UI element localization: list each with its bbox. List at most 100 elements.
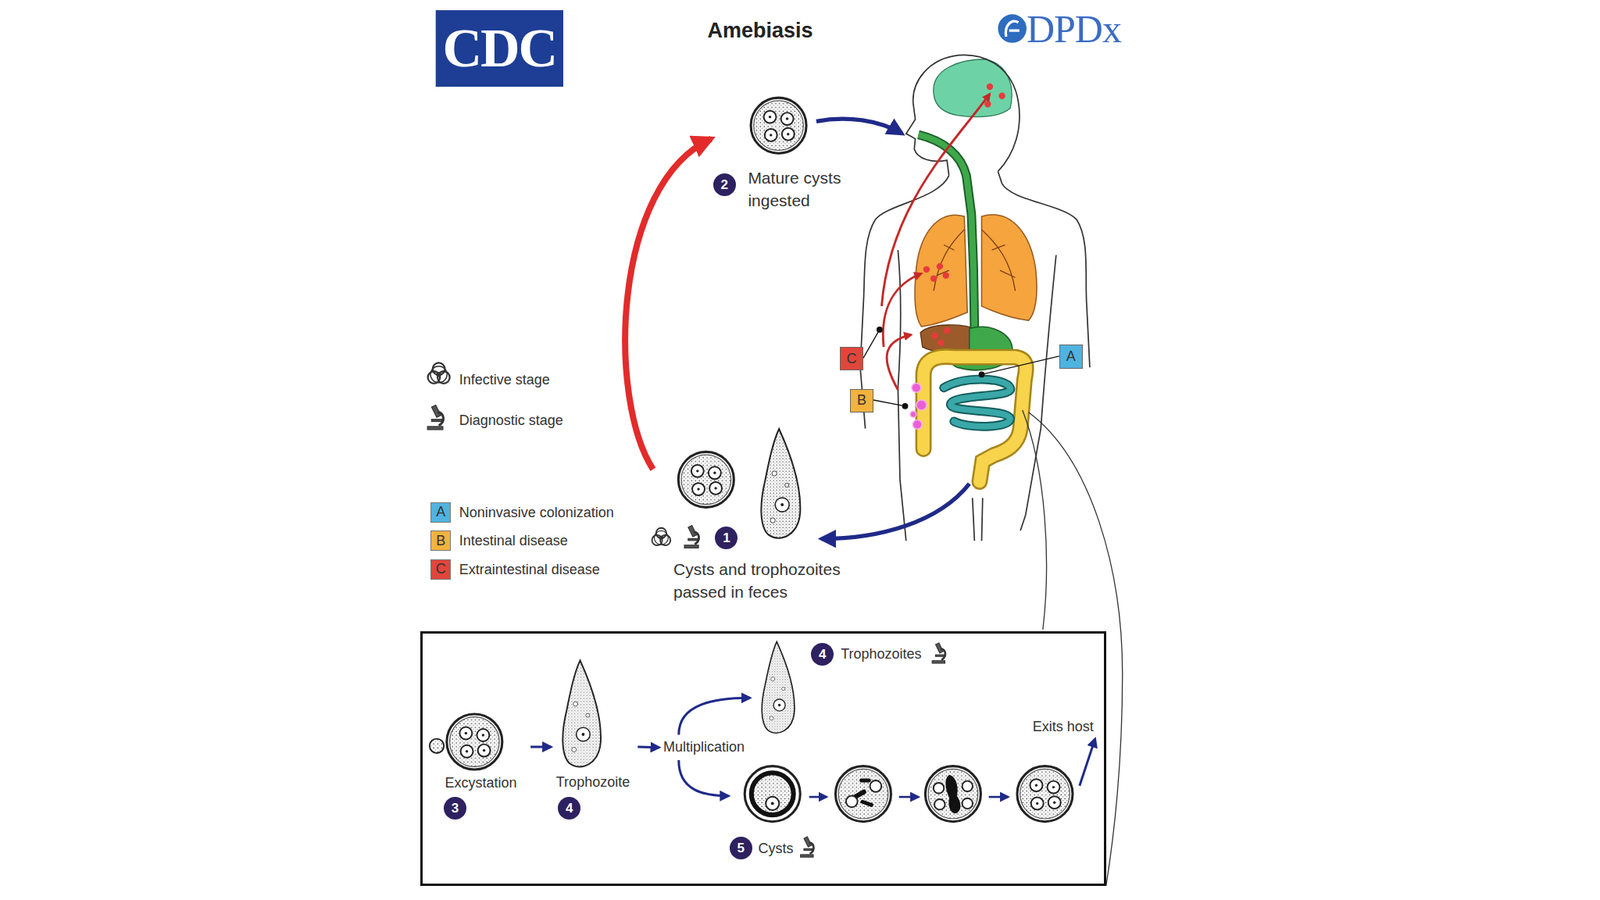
legend-swatch: A	[430, 502, 451, 523]
legend-letter: B	[431, 531, 450, 550]
leader-lines	[863, 329, 1060, 407]
parasite-stages	[744, 766, 800, 822]
zoom-lines	[1022, 410, 1047, 630]
parasite-stages	[446, 714, 503, 770]
legend-text: Noninvasive colonization	[459, 503, 615, 522]
logo-text: CDC	[435, 10, 564, 87]
extraintestinal-lesions	[930, 275, 937, 282]
stage-label: Excystation	[444, 773, 517, 793]
stage-label: Trophozoites	[840, 644, 922, 664]
legend-swatch: C	[430, 559, 451, 580]
parasite-stages	[925, 766, 981, 822]
stage-node: 2Mature cysts ingested	[710, 92, 854, 215]
dpdx-icon	[1005, 21, 1019, 37]
disease-marker: C	[839, 346, 864, 371]
extraintestinal-lesions	[986, 83, 993, 90]
stage-label: Cysts	[757, 839, 793, 858]
stage-icons	[800, 836, 815, 858]
stage-label: Trophozoite	[556, 772, 630, 792]
spread-arrows	[881, 93, 990, 307]
cyst-maturation-arrows	[989, 796, 1009, 799]
leader-lines	[877, 327, 883, 333]
legend-text: Extraintestinal disease	[459, 560, 600, 579]
cyst-maturation-arrows	[899, 796, 919, 799]
spread-arrows	[882, 273, 922, 347]
extraintestinal-lesions	[937, 339, 944, 347]
stage-node: 1Cysts and trophozoites passed in feces	[653, 426, 868, 603]
cyst-maturation-arrows	[809, 796, 827, 799]
flow-arrow	[637, 746, 659, 750]
parasite-stages	[429, 739, 444, 754]
leader-lines	[863, 327, 1060, 409]
transmission-arrows	[821, 483, 969, 540]
flow-arrow	[678, 760, 729, 797]
stage-icons	[684, 525, 699, 549]
human-body	[897, 250, 906, 541]
intestinal-lesions	[911, 382, 922, 393]
human-body	[918, 134, 975, 329]
stage-label: Exits host	[1032, 717, 1094, 736]
human-body	[923, 357, 1026, 483]
logo-text: DPDx	[1026, 6, 1122, 52]
callout-number: 4	[810, 642, 834, 666]
extraintestinal-lesions	[943, 327, 950, 334]
leader-lines	[978, 371, 985, 378]
flow-arrow	[1079, 739, 1096, 786]
human-body	[972, 497, 983, 541]
diagram-title: Amebiasis	[607, 17, 914, 43]
spread-arrows	[881, 93, 990, 390]
callout-number: 3	[443, 796, 467, 820]
legend-letter: C	[431, 560, 450, 579]
legend-text: Diagnostic stage	[459, 410, 564, 430]
spread-arrows	[886, 334, 911, 390]
legend-text: Intestinal disease	[459, 531, 568, 550]
transmission-arrows	[816, 118, 903, 134]
callout-number: 1	[714, 526, 738, 550]
intestinal-lesions	[916, 400, 927, 411]
legend-swatch: B	[430, 530, 451, 551]
disease-marker: A	[1059, 344, 1083, 368]
legend-text: Infective stage	[459, 370, 550, 390]
extraintestinal-lesions	[931, 332, 938, 340]
flow-arrow	[530, 746, 551, 749]
callout-number: 2	[713, 173, 736, 197]
cdc-logo	[435, 10, 564, 87]
leader-lines	[902, 403, 908, 410]
extraintestinal-lesions	[923, 266, 930, 273]
parasite-stages	[750, 97, 807, 154]
callout-number: 4	[557, 796, 581, 820]
intestinal-lesions	[910, 382, 927, 429]
marker-letter: C	[840, 347, 863, 370]
cdc-logo	[435, 10, 564, 87]
parasite-stages	[678, 451, 734, 508]
stage-icons	[932, 642, 946, 664]
extraintestinal-lesions	[936, 263, 943, 270]
parasite-stages	[761, 641, 795, 733]
disease-marker: B	[850, 389, 874, 413]
intestinal-lesions	[912, 419, 922, 429]
legend-icons	[427, 362, 450, 429]
parasite-stages	[760, 428, 800, 539]
stage-node: Excystation 3	[423, 703, 531, 822]
extraintestinal-lesions	[923, 83, 1006, 347]
human-body	[923, 357, 1026, 483]
stage-node: 4 Trophozoites	[750, 637, 954, 737]
human-body	[943, 379, 1011, 427]
stage-label: Multiplication	[663, 737, 745, 757]
human-body	[918, 134, 975, 329]
intestinal-lesions	[910, 410, 917, 418]
extraintestinal-lesions	[984, 100, 991, 108]
dpdx-icon	[997, 14, 1027, 43]
flow-arrow	[625, 139, 711, 470]
extraintestinal-lesions	[942, 271, 950, 279]
stage-node: 5Cysts	[728, 760, 1080, 863]
marker-letter: B	[850, 389, 873, 412]
stage-icons	[652, 525, 946, 858]
stage-icons	[652, 528, 672, 546]
legend-icons	[428, 362, 450, 383]
parasite-stages	[562, 660, 601, 767]
extraintestinal-lesions	[998, 92, 1005, 100]
